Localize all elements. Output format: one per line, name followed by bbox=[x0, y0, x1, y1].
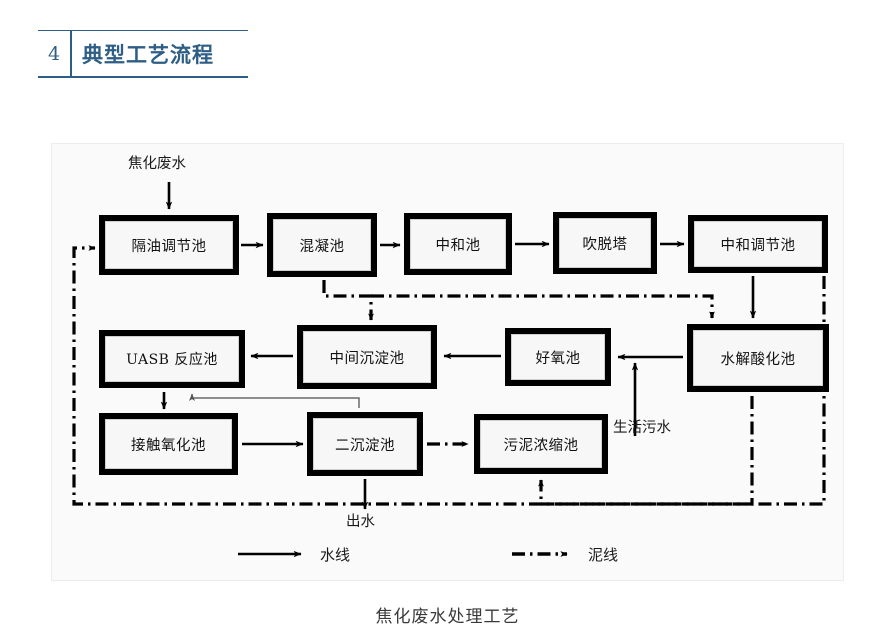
page-title: 典型工艺流程 bbox=[82, 42, 214, 67]
box-stripping-tower[interactable]: 吹脱塔 bbox=[553, 212, 657, 274]
edge-coagulation-sludge-to-intermediate bbox=[322, 280, 374, 321]
label-coking-wastewater-inlet: 焦化废水 bbox=[128, 156, 186, 172]
box-sludge-thickening-tank[interactable]: 污泥浓缩池 bbox=[474, 414, 608, 474]
legend-label-water-line: 水线 bbox=[320, 546, 351, 564]
edge-hydrolysis-sludge-to-thickening bbox=[538, 396, 754, 506]
box-label: UASB 反应池 bbox=[105, 336, 239, 382]
box-label: 隔油调节池 bbox=[105, 221, 233, 269]
box-hydrolysis-acidification-tank[interactable]: 水解酸化池 bbox=[687, 324, 829, 392]
box-neutralization-regulating-tank[interactable]: 中和调节池 bbox=[688, 215, 828, 273]
box-neutralization-tank[interactable]: 中和池 bbox=[404, 213, 512, 275]
box-label: 接触氧化池 bbox=[105, 419, 232, 469]
box-label: 污泥浓缩池 bbox=[480, 420, 602, 468]
box-label: 二沉淀池 bbox=[313, 418, 417, 470]
box-label: 水解酸化池 bbox=[693, 330, 823, 386]
box-label: 混凝池 bbox=[273, 219, 371, 271]
box-aerobic-tank[interactable]: 好氧池 bbox=[505, 328, 611, 386]
section-header: 4 典型工艺流程 bbox=[38, 30, 248, 78]
process-flow-diagram: 隔油调节池 混凝池 中和池 吹脱塔 中和调节池 UASB 反应池 中间沉淀池 好… bbox=[51, 143, 844, 581]
box-contact-oxidation-tank[interactable]: 接触氧化池 bbox=[99, 413, 238, 475]
box-label: 中间沉淀池 bbox=[303, 331, 431, 383]
header-rule-divider bbox=[70, 31, 72, 76]
box-label: 中和池 bbox=[410, 219, 506, 269]
box-coagulation-tank[interactable]: 混凝池 bbox=[267, 213, 377, 277]
diagram-connectors bbox=[72, 182, 826, 558]
header-rule-bottom bbox=[38, 76, 248, 78]
box-label: 吹脱塔 bbox=[559, 218, 651, 268]
label-domestic-sewage: 生活污水 bbox=[613, 420, 671, 436]
section-number: 4 bbox=[47, 42, 61, 65]
box-label: 好氧池 bbox=[511, 334, 605, 380]
box-intermediate-sedimentation-tank[interactable]: 中间沉淀池 bbox=[297, 325, 437, 389]
legend-label-sludge-line: 泥线 bbox=[588, 546, 619, 564]
figure-caption: 焦化废水处理工艺 bbox=[375, 607, 520, 627]
edge-sludge-return-to-oil-tank bbox=[72, 245, 826, 506]
edge-sludge-header-to-hydrolysis bbox=[371, 294, 715, 319]
box-uasb-reactor[interactable]: UASB 反应池 bbox=[99, 330, 245, 388]
edge-sludge-return-to-uasb bbox=[189, 393, 360, 408]
label-effluent-outlet: 出水 bbox=[346, 514, 375, 530]
header-rule-top bbox=[38, 30, 248, 31]
box-secondary-sedimentation-tank[interactable]: 二沉淀池 bbox=[307, 412, 423, 476]
box-label: 中和调节池 bbox=[694, 221, 822, 267]
box-oil-separation-regulating-tank[interactable]: 隔油调节池 bbox=[99, 215, 239, 275]
